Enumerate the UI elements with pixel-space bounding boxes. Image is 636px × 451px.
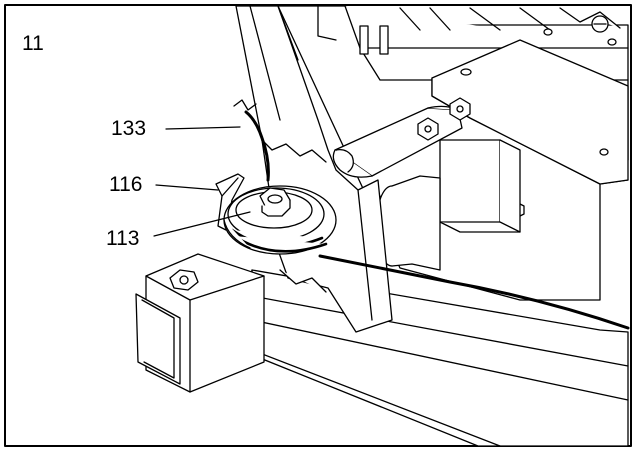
callout-label-pulley: 113 [106, 227, 140, 250]
left-foot [135, 253, 265, 393]
axle-flange [375, 175, 441, 271]
main-upright [235, 5, 393, 333]
step-number: 11 [22, 32, 44, 55]
pulley [223, 185, 337, 255]
bracket-plate [431, 28, 629, 185]
cable [233, 99, 630, 330]
callout-label-bracket: 116 [109, 173, 143, 196]
callout-label-cable: 133 [111, 117, 147, 140]
callout-leaders [153, 126, 251, 237]
bearing-block [439, 139, 521, 233]
pulley-bolt [259, 187, 291, 217]
